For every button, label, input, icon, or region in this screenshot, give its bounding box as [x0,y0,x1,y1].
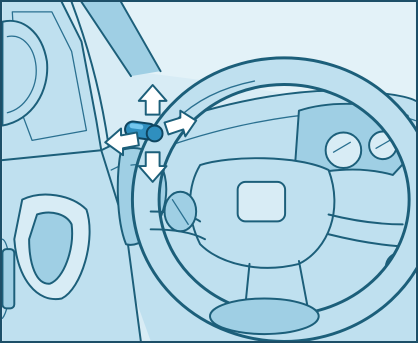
car-interior-illustration [2,2,416,341]
horn-pad [238,182,285,222]
door-pocket [2,249,14,308]
wiper-stalk [165,192,197,232]
column-base [210,299,319,335]
speedometer-gauge [326,132,362,168]
